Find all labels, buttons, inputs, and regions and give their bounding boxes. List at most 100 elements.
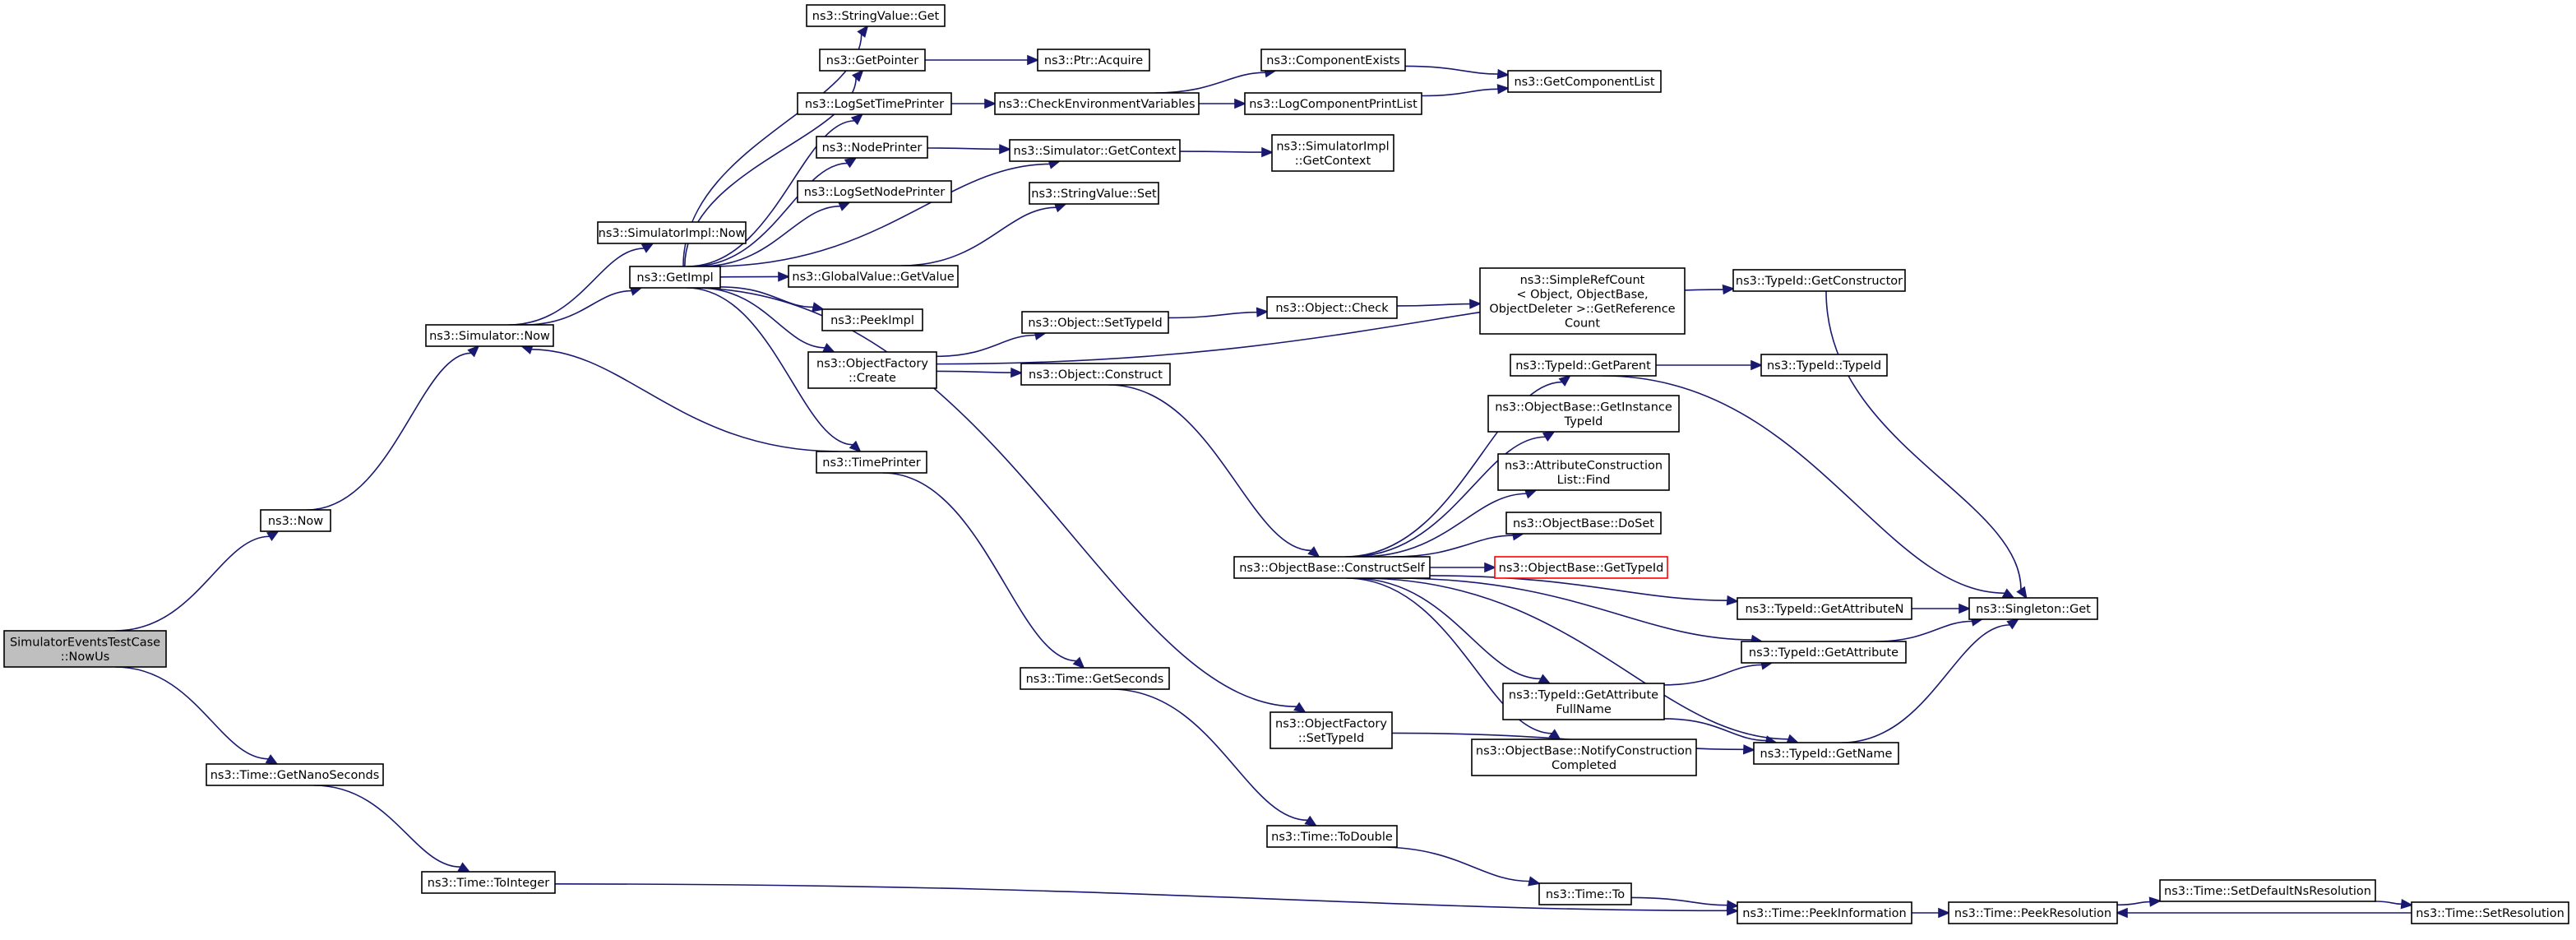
node-obNotify[interactable]: ns3::ObjectBase::NotifyConstructionCompl… <box>1471 739 1697 776</box>
node-tidGetAttrN[interactable]: ns3::TypeId::GetAttributeN <box>1737 597 1912 620</box>
node-obConstructSelf[interactable]: ns3::ObjectBase::ConstructSelf <box>1233 556 1431 579</box>
node-box <box>1968 597 2098 620</box>
edge-line <box>697 287 826 349</box>
node-label: ns3::ObjectFactory <box>816 357 928 370</box>
node-objSetTid[interactable]: ns3::Object::SetTypeId <box>1021 311 1169 334</box>
node-globalGet[interactable]: ns3::GlobalValue::GetValue <box>788 265 959 288</box>
node-objConstruct[interactable]: ns3::Object::Construct <box>1020 363 1171 386</box>
node-ptrAcquire[interactable]: ns3::Ptr::Acquire <box>1037 49 1150 72</box>
node-label: FullName <box>1556 703 1612 716</box>
edge-globalGet-to-strSet <box>901 202 1067 266</box>
node-tidGetAttr[interactable]: ns3::TypeId::GetAttribute <box>1741 641 1907 664</box>
node-strGet[interactable]: ns3::StringValue::Get <box>806 4 946 27</box>
node-logSetTime[interactable]: ns3::LogSetTimePrinter <box>797 92 952 115</box>
edge-line <box>531 348 839 452</box>
node-obGetTid[interactable]: ns3::ObjectBase::GetTypeId <box>1494 556 1668 579</box>
node-tidGetParent[interactable]: ns3::TypeId::GetParent <box>1510 354 1657 377</box>
edge-arrowhead <box>1542 430 1556 442</box>
edge-line <box>719 286 814 308</box>
node-strSet[interactable]: ns3::StringValue::Set <box>1029 182 1159 205</box>
node-logSetNode[interactable]: ns3::LogSetNodePrinter <box>797 180 952 203</box>
node-peekImpl[interactable]: ns3::PeekImpl <box>821 308 923 331</box>
node-getCompList[interactable]: ns3::GetComponentList <box>1507 70 1662 93</box>
node-box <box>1009 139 1181 162</box>
edge-line <box>307 352 472 511</box>
node-getImpl[interactable]: ns3::GetImpl <box>629 266 721 289</box>
node-nodePrinter[interactable]: ns3::NodePrinter <box>816 136 928 159</box>
node-implNow[interactable]: ns3::SimulatorImpl::Now <box>597 221 747 244</box>
node-tidTypeId[interactable]: ns3::TypeId::TypeId <box>1760 354 1888 377</box>
node-timePrinter[interactable]: ns3::TimePrinter <box>816 451 927 474</box>
node-box <box>816 451 927 474</box>
node-timePeekInfo[interactable]: ns3::Time::PeekInformation <box>1737 901 1912 924</box>
node-timeSetDefNs[interactable]: ns3::Time::SetDefaultNsResolution <box>2159 879 2376 902</box>
node-label: ns3::Time::ToDouble <box>1271 831 1393 844</box>
node-objCheck[interactable]: ns3::Object::Check <box>1266 296 1398 319</box>
edge-line <box>1825 290 2022 590</box>
node-label: ns3::TypeId::GetAttribute <box>1509 688 1658 702</box>
node-ofCreate[interactable]: ns3::ObjectFactory::Create <box>807 351 937 389</box>
node-box <box>1271 134 1394 172</box>
node-timeTo[interactable]: ns3::Time::To <box>1538 882 1632 905</box>
node-compExists[interactable]: ns3::ComponentExists <box>1260 49 1406 72</box>
edge-arrowhead <box>1307 546 1320 558</box>
node-box <box>206 763 384 786</box>
node-timeToDouble[interactable]: ns3::Time::ToDouble <box>1266 825 1398 848</box>
node-label: ns3::Now <box>268 515 323 528</box>
node-label: ns3::AttributeConstruction <box>1505 459 1663 472</box>
node-getPointer[interactable]: ns3::GetPointer <box>819 49 926 72</box>
node-timeGetSec[interactable]: ns3::Time::GetSeconds <box>1020 667 1170 690</box>
node-label: ns3::TypeId::GetName <box>1760 748 1893 761</box>
node-tidGetCtor[interactable]: ns3::TypeId::GetConstructor <box>1732 269 1906 292</box>
edge-arrowhead <box>641 242 654 253</box>
edge-arrowhead <box>266 530 280 541</box>
edge-nodePrinter-to-simGetCtx <box>927 144 1012 155</box>
node-getNano[interactable]: ns3::Time::GetNanoSeconds <box>206 763 384 786</box>
node-timeSetRes[interactable]: ns3::Time::SetResolution <box>2411 901 2569 924</box>
edge-simGetCtx-to-implGetCtx <box>1179 146 1274 158</box>
node-simGetCtx[interactable]: ns3::Simulator::GetContext <box>1009 139 1181 162</box>
node-timeToInt[interactable]: ns3::Time::ToInteger <box>421 871 556 894</box>
edge-tidGetAttrN-to-singletonGet <box>1911 603 1972 614</box>
node-obDoSet[interactable]: ns3::ObjectBase::DoSet <box>1505 512 1662 535</box>
node-label: ns3::Simulator::GetContext <box>1014 145 1177 158</box>
node-logCompPrint[interactable]: ns3::LogComponentPrintList <box>1244 92 1422 115</box>
node-box <box>1260 49 1406 72</box>
node-timePeekRes[interactable]: ns3::Time::PeekResolution <box>1948 901 2118 924</box>
node-box <box>819 49 926 72</box>
edge-arrowhead <box>1528 876 1542 887</box>
edge-line <box>1663 718 1767 742</box>
edge-line <box>1346 577 1552 734</box>
node-tidGetName[interactable]: ns3::TypeId::GetName <box>1753 742 1899 765</box>
edge-obConstructSelf-to-tidGetAttrFull <box>1352 577 1552 684</box>
node-box <box>1741 641 1907 664</box>
node-ofSetTid[interactable]: ns3::ObjectFactory::SetTypeId <box>1270 711 1393 749</box>
edge-arrowhead <box>1496 68 1510 80</box>
node-checkEnv[interactable]: ns3::CheckEnvironmentVariables <box>994 92 1200 115</box>
edge-objConstruct-to-obConstructSelf <box>1108 384 1320 558</box>
node-root[interactable]: SimulatorEventsTestCase::NowUs <box>3 630 167 668</box>
node-box <box>1760 354 1888 377</box>
edge-timePrinter-to-timeGetSec <box>882 472 1085 669</box>
node-box <box>1244 92 1422 115</box>
node-simNow[interactable]: ns3::Simulator::Now <box>425 324 554 347</box>
edge-line <box>1396 303 1471 307</box>
edge-getImpl-to-nodePrinter <box>691 156 858 267</box>
edge-line <box>554 883 1728 912</box>
node-label: ns3::PeekImpl <box>830 314 914 327</box>
node-label: ns3::ObjectBase::DoSet <box>1513 517 1654 530</box>
node-refCount[interactable]: ns3::SimpleRefCount< Object, ObjectBase,… <box>1479 267 1686 335</box>
edge-arrowhead <box>1938 907 1951 919</box>
node-label: ns3::TypeId::GetConstructor <box>1736 275 1903 288</box>
node-box <box>1737 901 1912 924</box>
edge-ofCreate-to-objSetTid <box>936 330 1048 358</box>
node-singletonGet[interactable]: ns3::Singleton::Get <box>1968 597 2098 620</box>
edge-getPointer-to-ptrAcquire <box>925 54 1040 66</box>
edge-arrowhead <box>1234 98 1247 109</box>
node-now[interactable]: ns3::Now <box>260 509 331 532</box>
node-implGetCtx[interactable]: ns3::SimulatorImpl::GetContext <box>1271 134 1394 172</box>
